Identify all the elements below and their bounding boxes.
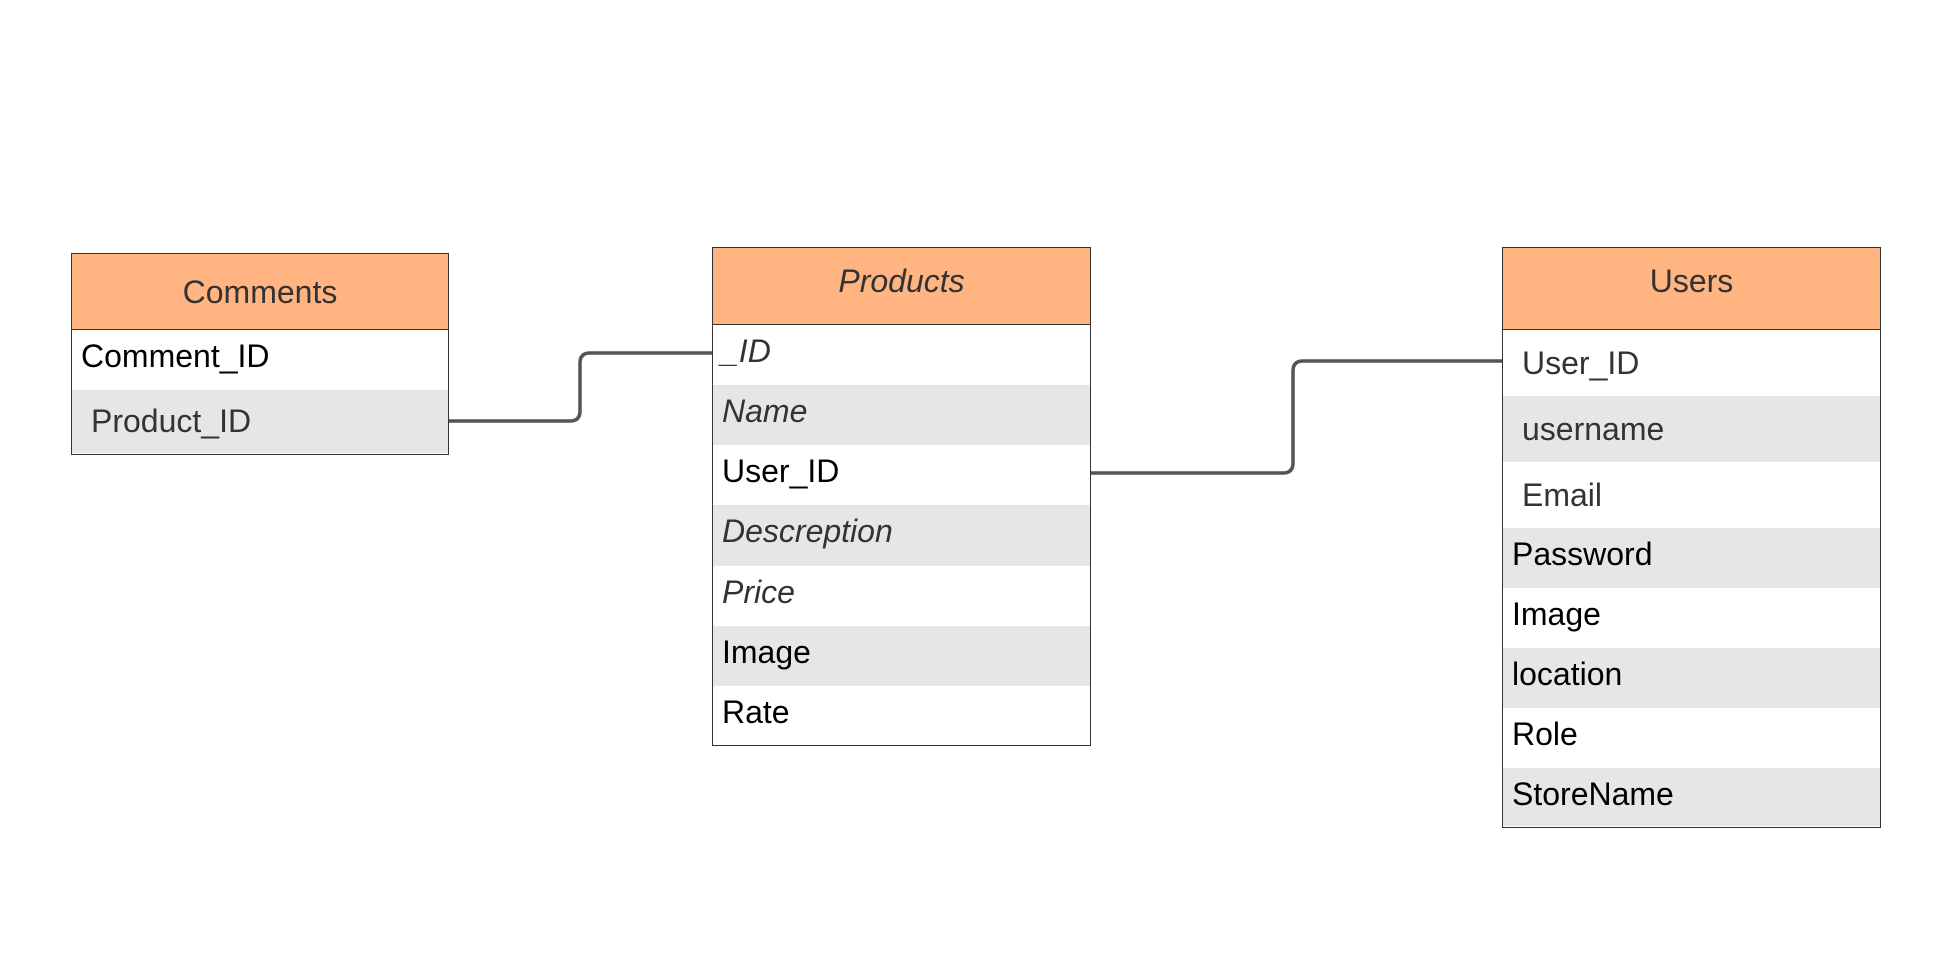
field-users-user-id[interactable]: User_ID	[1522, 345, 1640, 381]
field-price[interactable]: Price	[722, 574, 795, 610]
field-user-id[interactable]: User_ID	[722, 453, 840, 489]
field-users-image[interactable]: Image	[1512, 596, 1601, 632]
field-id[interactable]: _ID	[721, 333, 771, 369]
entity-title-products: Products	[838, 263, 965, 299]
field-image[interactable]: Image	[713, 626, 1090, 686]
link-products-users	[1090, 359, 1503, 475]
field-username[interactable]: username	[1503, 396, 1880, 462]
entity-header-products: Products	[713, 248, 1090, 325]
field-name[interactable]: Name	[713, 385, 1090, 445]
field-storename[interactable]: StoreName	[1503, 768, 1880, 826]
field-password[interactable]: Password	[1503, 528, 1880, 588]
entity-title-users: Users	[1649, 263, 1734, 299]
entity-header-comments: Comments	[72, 254, 448, 330]
field-product-id[interactable]: Product_ID	[72, 390, 448, 453]
entity-title-comments: Comments	[182, 274, 338, 310]
field-rate[interactable]: Rate	[722, 694, 790, 730]
entity-header-users: Users	[1503, 248, 1880, 330]
link-comments-products	[448, 351, 713, 423]
field-role[interactable]: Role	[1512, 716, 1578, 752]
field-location[interactable]: location	[1503, 648, 1880, 708]
entity-products[interactable]: Products _ID Name User_ID Descreption Pr…	[712, 247, 1091, 746]
entity-users[interactable]: Users User_ID username Email Password Im…	[1502, 247, 1881, 828]
field-description[interactable]: Descreption	[713, 505, 1090, 566]
field-email[interactable]: Email	[1522, 477, 1603, 513]
field-comment-id[interactable]: Comment_ID	[81, 338, 270, 374]
entity-comments[interactable]: Comments Comment_ID Product_ID	[71, 253, 449, 455]
